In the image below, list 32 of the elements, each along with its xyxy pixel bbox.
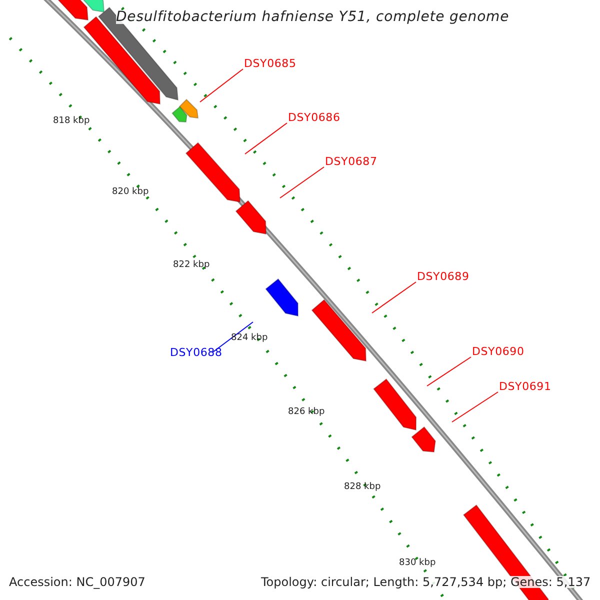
gene-label: DSY0690	[472, 346, 524, 357]
gene-feature	[411, 426, 436, 453]
genome-info-text: Topology: circular; Length: 5,727,534 bp; Genes: 5,137	[261, 576, 591, 588]
accession-text: Accession: NC_007907	[9, 576, 146, 588]
tick-label: 818 kbp	[53, 117, 90, 126]
leader-line	[280, 166, 324, 198]
gene-feature	[373, 378, 417, 431]
gene-feature	[178, 98, 199, 119]
gene-label: DSY0688	[170, 347, 222, 358]
gene-feature	[235, 200, 267, 235]
map-title: Desulfitobacterium hafniense Y51, complete genome	[116, 10, 510, 24]
leader-line	[452, 392, 498, 422]
tick-label: 822 kbp	[173, 261, 210, 270]
leader-line	[200, 68, 244, 102]
gene-feature	[185, 142, 241, 203]
tick-label: 826 kbp	[288, 408, 325, 417]
tick-label: 828 kbp	[344, 483, 381, 492]
leader-line	[212, 322, 254, 352]
tick-label: 820 kbp	[112, 188, 149, 197]
gene-label: DSY0687	[325, 156, 378, 167]
gene-feature	[172, 106, 188, 123]
gene-label: DSY0686	[288, 112, 340, 123]
tick-label: 830 kbp	[399, 559, 436, 568]
leader-line	[426, 356, 472, 386]
tick-label: 824 kbp	[231, 334, 268, 343]
leader-line	[372, 282, 416, 314]
gene-label: DSY0689	[417, 271, 470, 282]
gene-label: DSY0685	[244, 58, 296, 69]
leader-line	[244, 122, 288, 154]
gene-feature	[311, 299, 367, 362]
gene-label: DSY0691	[499, 381, 552, 392]
gene-feature	[265, 278, 298, 317]
